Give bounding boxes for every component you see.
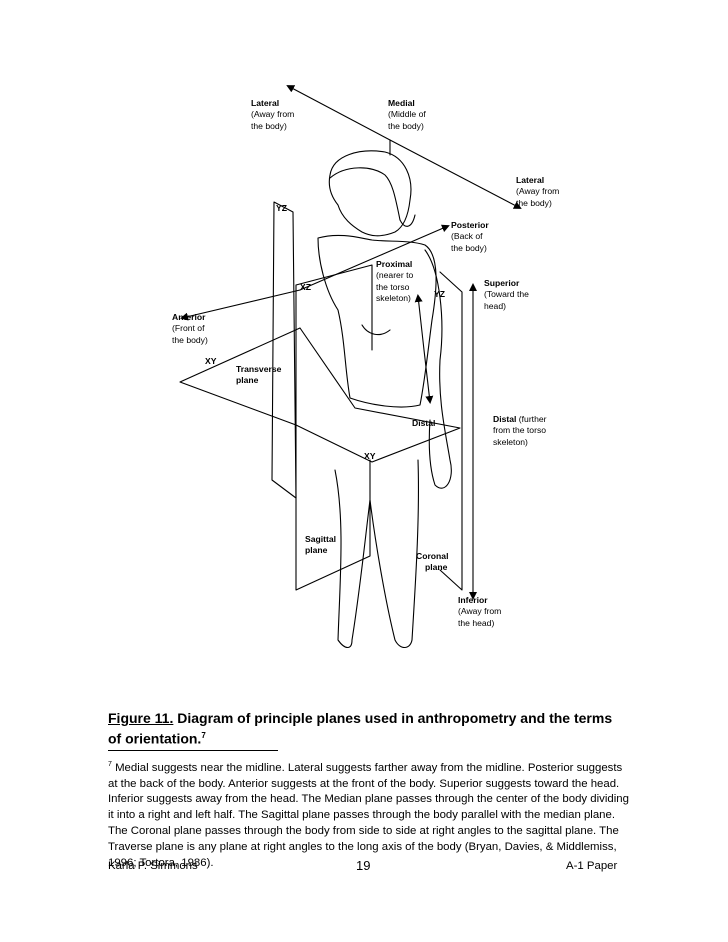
label-inferior: Inferior (Away from the head)	[458, 595, 502, 628]
lateral-medial-arrow	[286, 85, 391, 141]
sagittal-plane-lower	[295, 459, 371, 591]
plane-label-distal-center: Distal	[412, 418, 436, 428]
person-arm	[424, 249, 452, 489]
person-legs	[334, 459, 420, 649]
sagittal-plane-outline	[271, 201, 297, 499]
yz-right-plane-outline	[439, 271, 463, 591]
footer-author: Karla P. Simmons	[108, 860, 198, 872]
footnote: 7 Medial suggests near the midline. Late…	[108, 757, 633, 871]
anatomy-planes-diagram	[179, 85, 522, 649]
footnote-text: Medial suggests near the midline. Latera…	[108, 761, 629, 869]
plane-label-yz-top: YZ	[276, 203, 287, 213]
label-posterior: Posterior (Back of the body)	[451, 220, 489, 253]
label-anterior: Anterior (Front of the body)	[172, 312, 208, 345]
footnote-divider	[108, 750, 278, 751]
label-lateral-right: Lateral (Away from the body)	[516, 175, 560, 208]
footer-doc: A-1 Paper	[566, 860, 618, 872]
coronal-plane-outline	[295, 264, 373, 499]
plane-label-transverse: Transverse plane	[236, 364, 282, 386]
plane-label-xz: XZ	[300, 282, 311, 292]
anterior-posterior-arrow	[180, 289, 301, 321]
person-head	[328, 150, 412, 237]
label-superior: Superior (Toward the head)	[484, 278, 529, 311]
figure-caption: Figure 11. Diagram of principle planes u…	[108, 710, 628, 748]
footnote-marker: 7	[108, 761, 112, 768]
plane-label-sagittal: Sagittal plane	[305, 534, 337, 556]
label-medial: Medial (Middle of the body)	[388, 98, 426, 131]
figure-label: Figure 11.	[108, 710, 174, 726]
proximal-distal-arrow	[414, 294, 425, 351]
person-hair	[329, 167, 416, 227]
caption-footnote-ref: 7	[201, 731, 206, 740]
plane-label-xy-bottom: XY	[364, 451, 376, 461]
label-proximal: Proximal (nearer to the torso skeleton)	[376, 259, 414, 304]
plane-label-xy-left: XY	[205, 356, 217, 366]
plane-label-yz-right: YZ	[434, 289, 445, 299]
plane-label-coronal: Coronal plane	[416, 551, 449, 573]
label-lateral-top: Lateral (Away from the body)	[251, 98, 295, 131]
page-number: 19	[356, 858, 371, 873]
person-torso	[317, 234, 437, 408]
transverse-plane-outline	[179, 327, 461, 463]
person-chest	[361, 324, 391, 336]
label-distal-right: Distal (further from the torso skeleton)	[493, 414, 547, 447]
caption-text: Diagram of principle planes used in anth…	[108, 710, 613, 747]
